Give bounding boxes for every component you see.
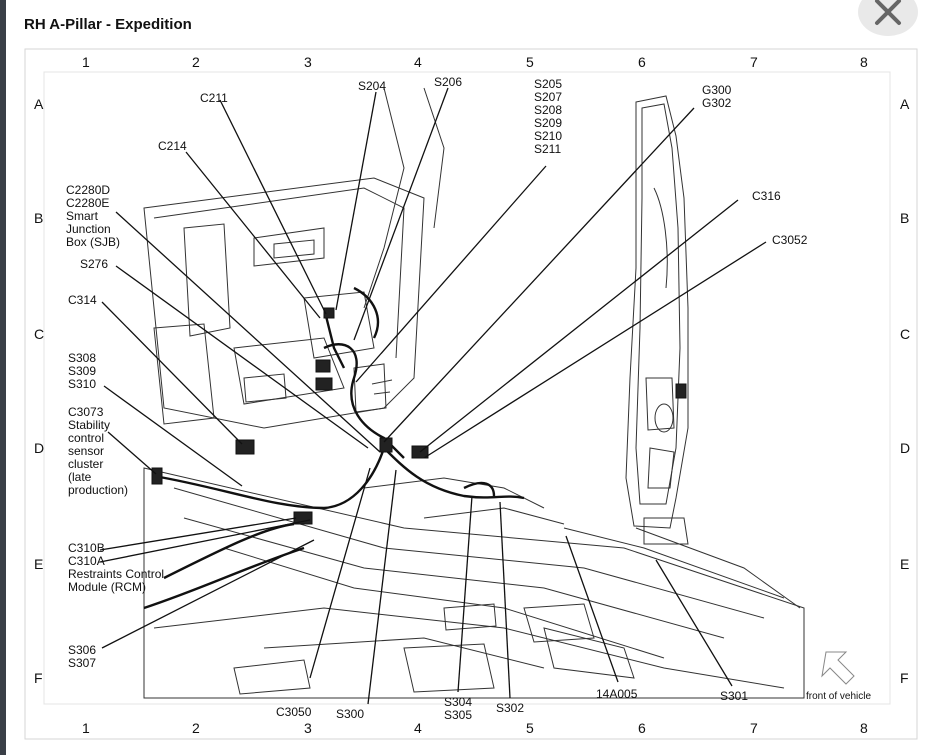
label-c214: C214 (158, 139, 187, 153)
grid-col-1-bottom: 1 (82, 720, 90, 736)
grid-col-4: 4 (414, 54, 422, 70)
grid-col-3: 3 (304, 54, 312, 70)
label-s207: S207 (534, 90, 563, 104)
label-s276: S276 (80, 257, 109, 271)
label-s206: S206 (434, 75, 463, 89)
grid-row-d: D (34, 440, 45, 456)
grid-col-6: 6 (638, 54, 646, 70)
label-s210: S210 (534, 129, 563, 143)
close-icon (875, 0, 901, 25)
grid-col-4-bottom: 4 (414, 720, 422, 736)
close-button[interactable] (858, 0, 918, 36)
label-late: (late (68, 470, 92, 484)
label-c314: C314 (68, 293, 97, 307)
label-c316: C316 (752, 189, 781, 203)
label-s307: S307 (68, 656, 97, 670)
label-group-c310: C310B C310A Restraints Control Module (R… (68, 542, 164, 594)
label-control: control (68, 431, 105, 445)
grid-row-e-right: E (900, 556, 910, 572)
label-group-s306: S306 S307 (68, 644, 96, 670)
label-smart: Smart (66, 209, 99, 223)
grid-col-5-bottom: 5 (526, 720, 534, 736)
label-14a005: 14A005 (596, 687, 638, 701)
vehicle-drawing (24, 48, 918, 740)
wiring-diagram: 1 2 3 4 5 6 7 8 1 2 3 4 5 6 7 8 A B C D … (24, 48, 920, 744)
grid-col-2-bottom: 2 (192, 720, 200, 736)
label-c310a: C310A (68, 554, 105, 568)
label-c2280e: C2280E (66, 196, 110, 210)
label-stability: Stability (68, 418, 111, 432)
label-s204: S204 (358, 79, 387, 93)
label-c310b: C310B (68, 541, 105, 555)
label-s205: S205 (534, 77, 563, 91)
label-c3052: C3052 (772, 233, 808, 247)
label-group-s308: S308 S309 S310 (68, 352, 96, 391)
grid-col-8: 8 (860, 54, 868, 70)
label-s209: S209 (534, 116, 563, 130)
label-group-s304: S304 S305 (444, 696, 472, 722)
label-g300: G300 (702, 83, 732, 97)
window-edge (0, 0, 6, 755)
arrow-icon (821, 651, 855, 685)
label-s305: S305 (444, 708, 473, 722)
label-g302: G302 (702, 96, 732, 110)
label-c3073: C3073 (68, 405, 104, 419)
grid-col-1: 1 (82, 54, 90, 70)
label-s302: S302 (496, 701, 525, 715)
grid-row-f-right: F (900, 670, 909, 686)
label-s309: S309 (68, 364, 97, 378)
grid-row-f: F (34, 670, 43, 686)
label-c3050: C3050 (276, 705, 312, 719)
label-s300: S300 (336, 707, 365, 721)
grid-col-8-bottom: 8 (860, 720, 868, 736)
grid-col-6-bottom: 6 (638, 720, 646, 736)
grid-col-3-bottom: 3 (304, 720, 312, 736)
label-s304: S304 (444, 695, 473, 709)
label-s310: S310 (68, 377, 97, 391)
label-group-c2280: C2280D C2280E Smart Junction Box (SJB) (66, 184, 120, 249)
label-junction: Junction (66, 222, 111, 236)
grid-col-7-bottom: 7 (750, 720, 758, 736)
label-s211: S211 (534, 142, 562, 156)
grid-row-e: E (34, 556, 44, 572)
label-restraints-control: Restraints Control (68, 567, 165, 581)
grid-row-a: A (34, 96, 44, 112)
label-module-rcm: Module (RCM) (68, 580, 147, 594)
label-cluster: cluster (68, 457, 104, 471)
label-group-s205: S205 S207 S208 S209 S210 S211 (534, 78, 562, 156)
grid-row-c: C (34, 326, 45, 342)
label-box-sjb: Box (SJB) (66, 235, 121, 249)
label-group-c3073: C3073 Stability control sensor cluster (… (68, 406, 128, 497)
label-c211: C211 (200, 91, 228, 105)
page-title: RH A-Pillar - Expedition (24, 16, 192, 33)
label-group-g300: G300 G302 (702, 84, 731, 110)
label-production: production) (68, 483, 129, 497)
label-front-of-vehicle: front of vehicle (806, 691, 872, 702)
grid-row-c-right: C (900, 326, 911, 342)
grid-col-7: 7 (750, 54, 758, 70)
grid-col-5: 5 (526, 54, 534, 70)
label-sensor: sensor (68, 444, 105, 458)
label-s306: S306 (68, 643, 97, 657)
grid-row-a-right: A (900, 96, 910, 112)
label-s301: S301 (720, 689, 749, 703)
label-s308: S308 (68, 351, 97, 365)
label-c2280d: C2280D (66, 183, 111, 197)
grid-col-2: 2 (192, 54, 200, 70)
grid-row-b-right: B (900, 210, 910, 226)
label-s208: S208 (534, 103, 563, 117)
grid-row-b: B (34, 210, 44, 226)
grid-row-d-right: D (900, 440, 911, 456)
